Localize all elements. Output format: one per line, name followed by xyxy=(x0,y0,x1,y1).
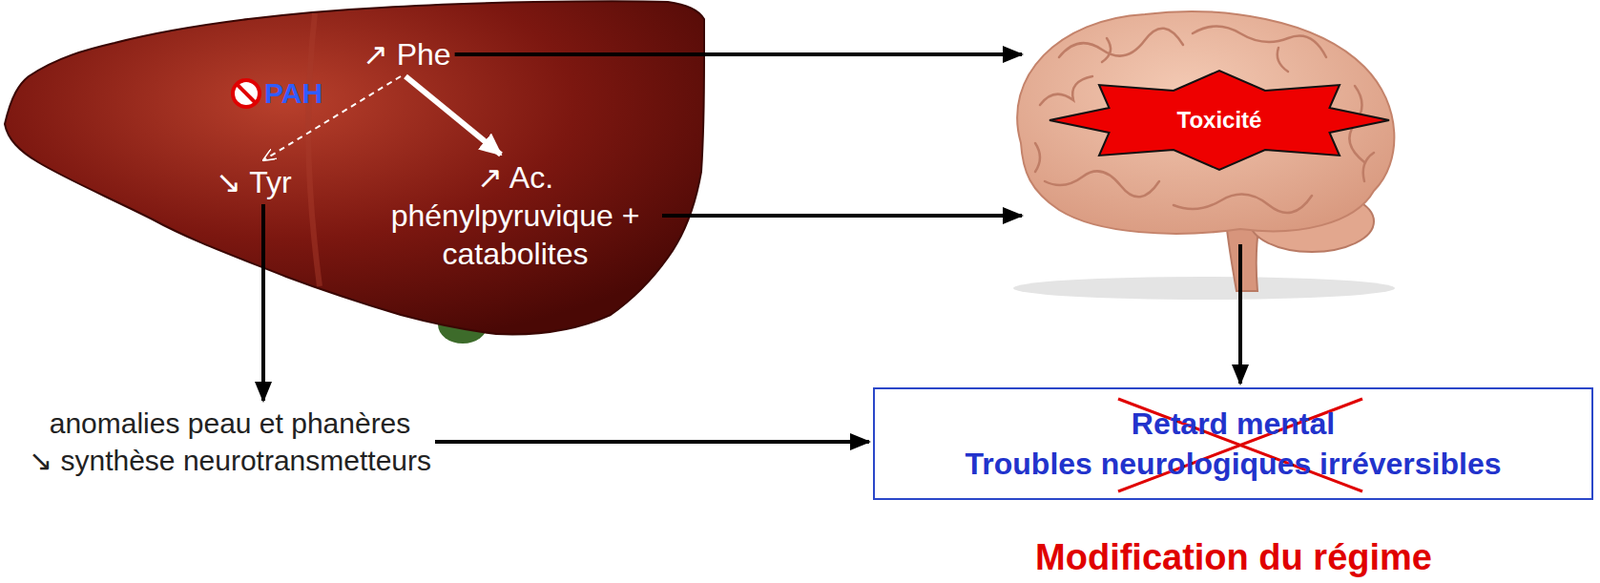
liver-shape xyxy=(4,0,705,334)
brain-shape xyxy=(1017,11,1394,234)
treatment-label: Modification du régime xyxy=(1035,536,1433,579)
connector-arrow xyxy=(261,204,266,401)
brain-illustration xyxy=(1013,11,1395,300)
connector-arrow xyxy=(662,213,1022,218)
enzyme-label: PAH xyxy=(264,76,323,111)
node-text: Retard mental xyxy=(1131,403,1335,444)
node-text: Troubles neurologiques irréversibles xyxy=(965,443,1502,484)
node-text: ↘ synthèse neurotransmetteurs xyxy=(28,441,432,479)
node-text: anomalies peau et phanères xyxy=(28,404,432,442)
connector-arrow xyxy=(405,76,501,155)
toxicity-star xyxy=(1049,70,1390,170)
node-text: Toxicité xyxy=(1177,105,1263,135)
brain-shadow xyxy=(1013,276,1395,300)
connector-arrow xyxy=(435,439,870,444)
metabolite-label: ↗ Ac. phénylpyruvique + catabolites xyxy=(372,158,659,273)
connector-arrow xyxy=(1238,244,1243,384)
connector-arrow xyxy=(455,52,1022,57)
prohibition-symbol xyxy=(232,80,260,107)
toxicity-node: Toxicité xyxy=(1025,0,1413,241)
node-text: ↗ Phe xyxy=(362,36,452,73)
liver-ligament xyxy=(308,13,320,287)
prohibition-slash xyxy=(236,83,256,104)
metabolite-label: ↘ Tyr xyxy=(215,164,292,201)
consequence-text: anomalies peau et phanères↘ synthèse neu… xyxy=(28,404,432,479)
node-text: ↗ Ac. phénylpyruvique + catabolites xyxy=(372,158,659,273)
connector-arrow xyxy=(263,76,401,161)
node-text: ↘ Tyr xyxy=(215,164,292,201)
outcome-box: Retard mentalTroubles neurologiques irré… xyxy=(872,387,1594,500)
metabolite-label: ↗ Phe xyxy=(362,36,452,73)
